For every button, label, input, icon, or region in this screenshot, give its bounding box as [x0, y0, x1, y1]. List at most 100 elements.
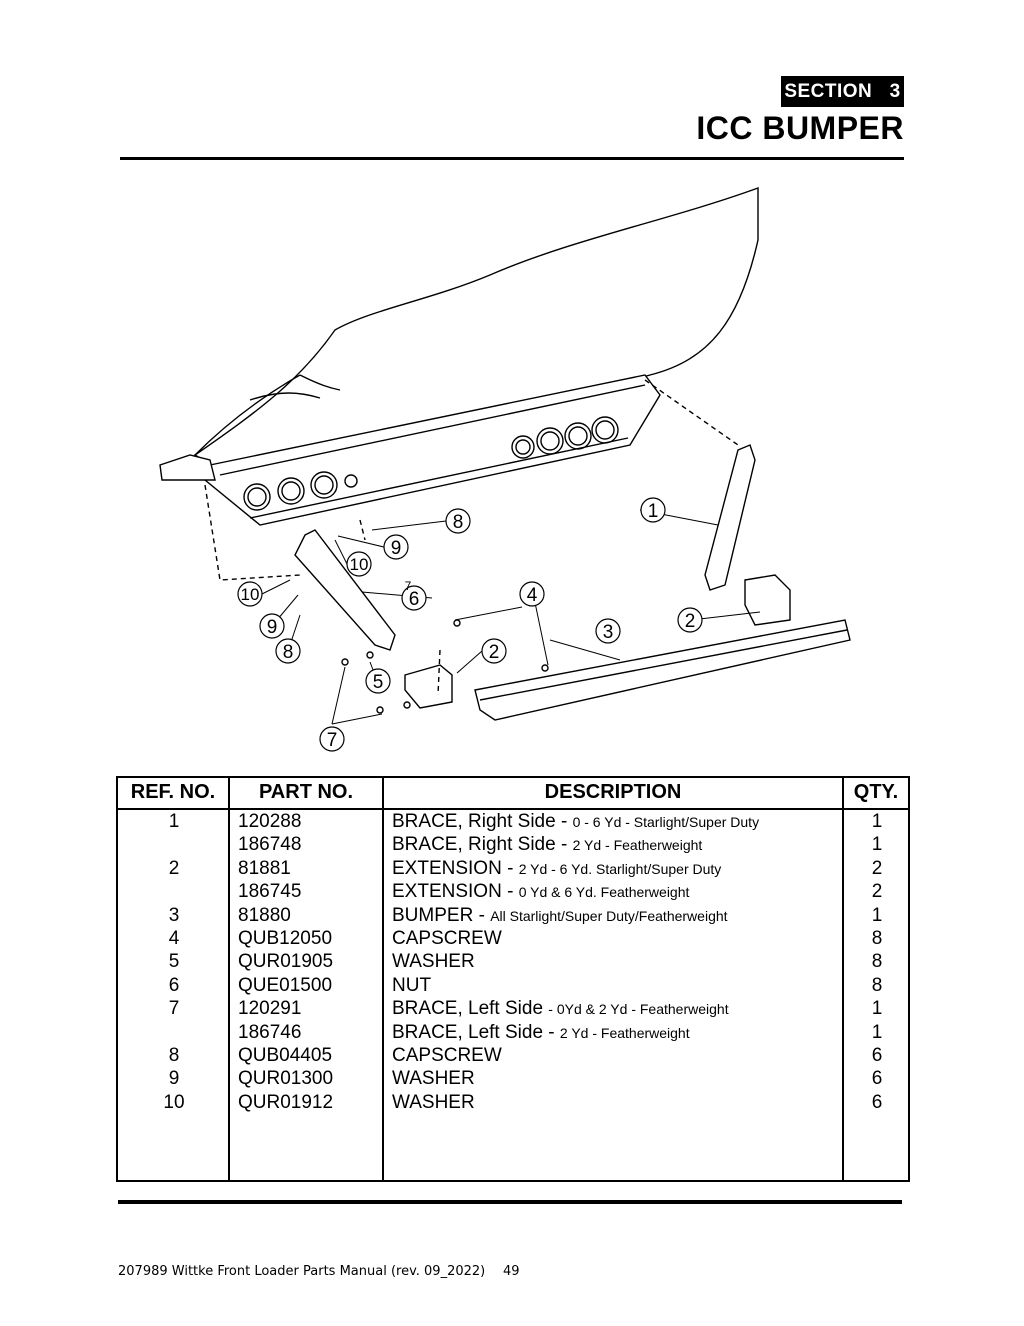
ref-no: 10 [163, 1091, 185, 1113]
svg-text:9: 9 [267, 617, 278, 638]
svg-text:4: 4 [527, 585, 538, 606]
svg-text:5: 5 [373, 672, 384, 693]
table-row: 6 QUE01500 NUT 8 [118, 974, 908, 997]
part-no: 186745 [238, 881, 302, 903]
hardware [341, 619, 549, 714]
ref-no: 1 [168, 811, 180, 832]
table-row: 2 81881 EXTENSION - 2 Yd - 6 Yd. Starlig… [118, 857, 908, 880]
col-header-part: PART NO. [258, 781, 354, 803]
table-row: 4 QUB12050 CAPSCREW 8 [118, 927, 908, 950]
callout-6: 7 [319, 726, 345, 752]
callout-3: 3 [595, 618, 621, 644]
table-row: 10 QUR01912 WASHER 6 [118, 1091, 908, 1114]
qty: 1 [871, 811, 883, 832]
page-title: ICC BUMPER [696, 110, 904, 146]
bucket-shell [193, 187, 759, 471]
table-body: 1 120288 BRACE, Right Side - 0 - 6 Yd - … [118, 810, 908, 1114]
table-row: 186745 EXTENSION - 0 Yd & 6 Yd. Featherw… [118, 880, 908, 903]
description: WASHER [392, 951, 475, 973]
part-no: QUR01905 [238, 951, 334, 973]
svg-text:10: 10 [241, 585, 260, 604]
description: CAPSCREW [392, 927, 502, 949]
callout-9: 9 [383, 534, 409, 560]
table-row: 1 120288 BRACE, Right Side - 0 - 6 Yd - … [118, 810, 908, 833]
left-extension [404, 664, 453, 709]
col-header-ref: REF. NO. [130, 781, 216, 803]
ref-no: 4 [168, 927, 180, 949]
section-number: 3 [889, 80, 901, 102]
callout-2-left: 2 [481, 638, 507, 664]
part-no: 120288 [238, 811, 302, 832]
qty: 8 [871, 974, 883, 996]
callouts: 1 8 9 10 4 10 6 2 3 9 8 2 5 7 7 [237, 497, 703, 752]
ref-no: 3 [168, 904, 180, 926]
svg-text:3: 3 [603, 622, 614, 643]
qty: 1 [871, 998, 883, 1020]
parts-table: REF. NO. PART NO. DESCRIPTION QTY. 1 120… [116, 776, 910, 1182]
exploded-parts-diagram: 1 8 9 10 4 10 6 2 3 9 8 2 5 7 7 [159, 187, 851, 752]
callout-4: 4 [519, 581, 545, 607]
table-row: 8 QUB04405 CAPSCREW 6 [118, 1044, 908, 1067]
col-header-qty: QTY. [853, 781, 899, 803]
table-row: 186746 BRACE, Left Side - 2 Yd - Feather… [118, 1021, 908, 1044]
description: EXTENSION - 0 Yd & 6 Yd. Featherweight [392, 881, 690, 903]
svg-text:9: 9 [391, 538, 402, 559]
footer-manual-title: 207989 Wittke Front Loader Parts Manual … [118, 1264, 486, 1279]
bucket-beam [159, 374, 661, 526]
qty: 1 [871, 834, 883, 856]
leader-lines [261, 509, 761, 725]
ref-no: 6 [168, 974, 180, 996]
table-row: 7 120291 BRACE, Left Side - 0Yd & 2 Yd -… [118, 997, 908, 1020]
ref-no: 5 [168, 951, 180, 973]
svg-text:10: 10 [350, 555, 369, 574]
qty: 6 [871, 1068, 883, 1090]
section-word: SECTION [784, 80, 873, 102]
callout-10b: 10 [237, 581, 263, 607]
callout-8b: 8 [275, 638, 301, 664]
callout-8: 8 [445, 508, 471, 534]
col-separator [382, 778, 384, 1180]
right-brace [704, 444, 756, 591]
right-extension [744, 574, 791, 626]
ref-no: 9 [168, 1068, 180, 1090]
part-no: 186746 [238, 1021, 302, 1043]
bumper-bar [474, 619, 851, 721]
part-no: QUE01500 [238, 974, 333, 996]
ref-no: 2 [168, 857, 180, 879]
table-row: 3 81880 BUMPER - All Starlight/Super Dut… [118, 904, 908, 927]
description: BRACE, Right Side - 0 - 6 Yd - Starlight… [392, 811, 760, 832]
svg-text:2: 2 [489, 642, 500, 663]
part-no: QUR01300 [238, 1068, 334, 1090]
svg-text:2: 2 [685, 611, 696, 632]
callout-2-right: 2 [677, 607, 703, 633]
description: NUT [392, 974, 432, 996]
qty: 8 [871, 951, 883, 973]
stray-mark-7: 7 [405, 579, 412, 593]
callout-10: 10 [346, 551, 372, 577]
ref-no: 8 [168, 1044, 180, 1066]
callout-7: 6 [401, 585, 427, 611]
left-brace [294, 529, 396, 651]
svg-text:1: 1 [648, 501, 659, 522]
description: BRACE, Right Side - 2 Yd - Featherweight [392, 834, 703, 856]
part-no: 120291 [238, 998, 302, 1020]
qty: 1 [871, 904, 883, 926]
svg-text:7: 7 [327, 730, 338, 751]
part-no: 81880 [238, 904, 291, 926]
description: BUMPER - All Starlight/Super Duty/Feathe… [392, 904, 728, 926]
section-badge: SECTION 3 [781, 76, 904, 107]
table-row: 5 QUR01905 WASHER 8 [118, 950, 908, 973]
description: CAPSCREW [392, 1044, 502, 1066]
callout-1: 1 [640, 497, 666, 523]
page-number: 49 [503, 1264, 520, 1279]
header-rule [120, 157, 904, 160]
description: WASHER [392, 1091, 475, 1113]
footer-rule [118, 1200, 902, 1204]
callout-9b: 9 [259, 613, 285, 639]
header-row-rule [118, 808, 908, 810]
description: BRACE, Left Side - 0Yd & 2 Yd - Featherw… [392, 998, 729, 1020]
part-no: QUB12050 [238, 927, 333, 949]
qty: 6 [871, 1044, 883, 1066]
assembly-lines [204, 379, 739, 696]
callout-5: 5 [365, 668, 391, 694]
